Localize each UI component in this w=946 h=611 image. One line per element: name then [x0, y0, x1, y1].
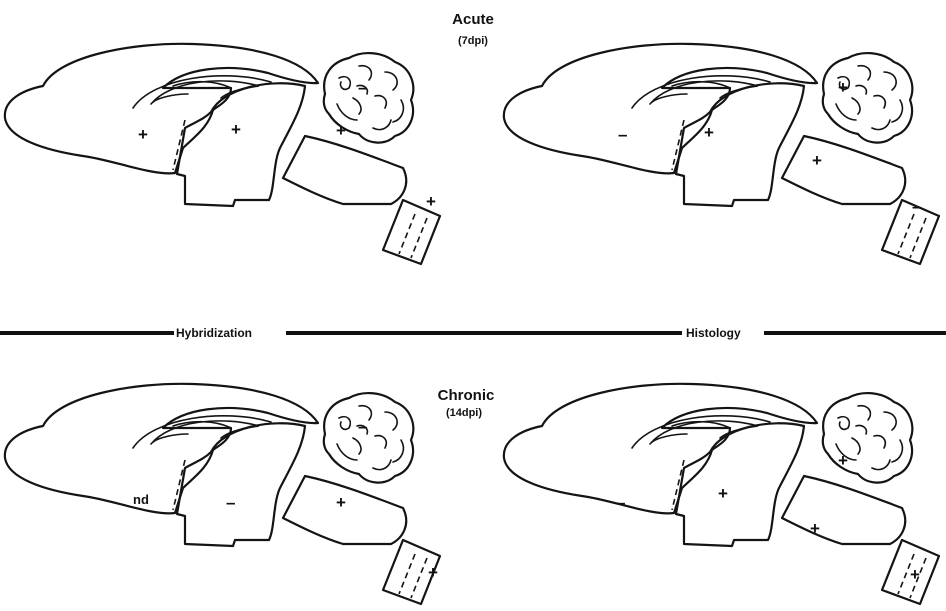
divider-label-hybridization: Hybridization — [176, 326, 252, 340]
divider-label-histology: Histology — [686, 326, 741, 340]
acute-subtitle: (7dpi) — [458, 35, 488, 47]
chronic-hyb-forebrain-label: nd — [133, 492, 149, 507]
chronic-hybridization-brain: nd – – + + — [5, 384, 440, 604]
chronic-his-midbrain-label: + — [718, 484, 728, 503]
chronic-hyb-pons-label: + — [336, 493, 346, 512]
acute-hyb-pons-label: + — [336, 121, 346, 140]
chronic-hyb-cerebellum-label: – — [358, 417, 367, 436]
acute-hyb-forebrain-label: + — [138, 125, 148, 144]
acute-hyb-spinal-label: + — [426, 192, 436, 211]
chronic-subtitle: (14dpi) — [446, 407, 482, 419]
chronic-title: Chronic — [438, 387, 495, 404]
chronic-his-pons-label: + — [810, 519, 820, 538]
chronic-his-cerebellum-label: + — [838, 451, 848, 470]
chronic-his-forebrain-label: – — [616, 493, 625, 512]
acute-hybridization-brain: + + – + + — [5, 44, 440, 264]
acute-his-forebrain-label: – — [618, 125, 627, 144]
section-divider: Hybridization Histology — [0, 326, 946, 340]
chronic-histology-brain: – + + + + — [504, 384, 939, 604]
acute-hyb-midbrain-label: + — [231, 120, 241, 139]
acute-his-cerebellum-label: + — [838, 78, 848, 97]
chronic-hyb-spinal-label: + — [428, 563, 438, 582]
acute-hyb-cerebellum-label: – — [358, 78, 367, 97]
acute-his-pons-label: + — [812, 151, 822, 170]
chronic-hyb-midbrain-label: – — [226, 493, 235, 512]
chronic-his-spinal-label: + — [910, 565, 920, 584]
acute-title: Acute — [452, 11, 494, 28]
acute-his-midbrain-label: + — [704, 123, 714, 142]
acute-his-spinal-label: – — [912, 197, 921, 216]
acute-histology-brain: – + + + – — [504, 44, 939, 264]
